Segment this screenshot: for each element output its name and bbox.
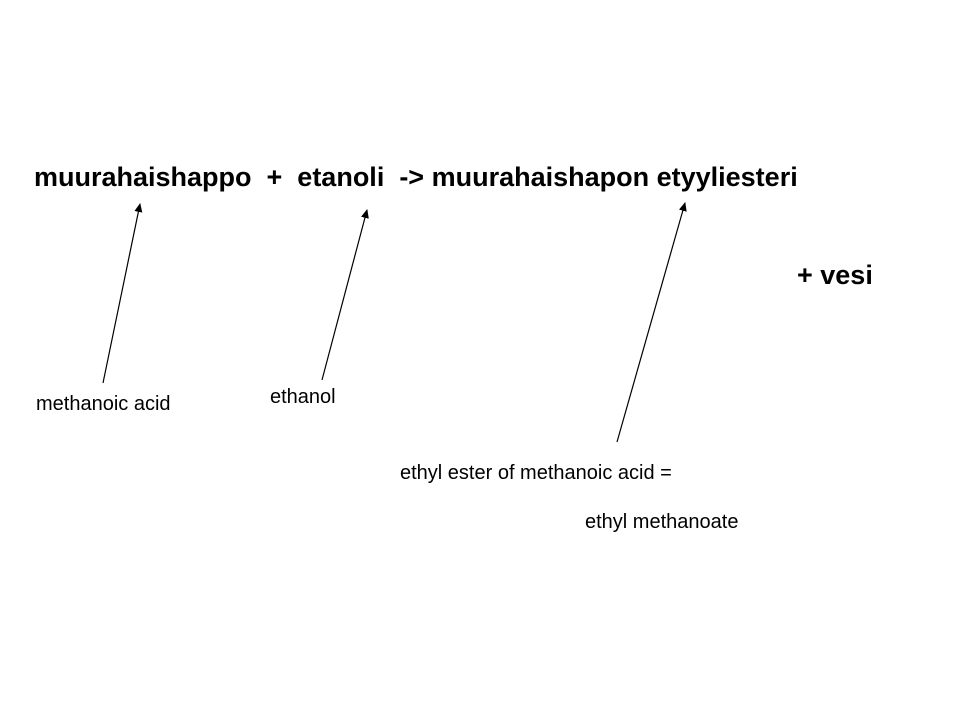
- ethanol-label: ethanol: [270, 386, 336, 408]
- ester-name-label: ethyl ester of methanoic acid =: [400, 462, 672, 484]
- arrow-methanoic-acid: [102, 203, 143, 384]
- methanoic-acid-label: methanoic acid: [36, 393, 171, 415]
- water-product: + vesi: [797, 260, 873, 290]
- arrow-ethanol: [321, 209, 369, 381]
- reaction-equation: muurahaishappo + etanoli -> muurahaishap…: [34, 162, 798, 192]
- arrow-ester: [616, 202, 687, 443]
- ethyl-methanoate-label: ethyl methanoate: [585, 511, 739, 533]
